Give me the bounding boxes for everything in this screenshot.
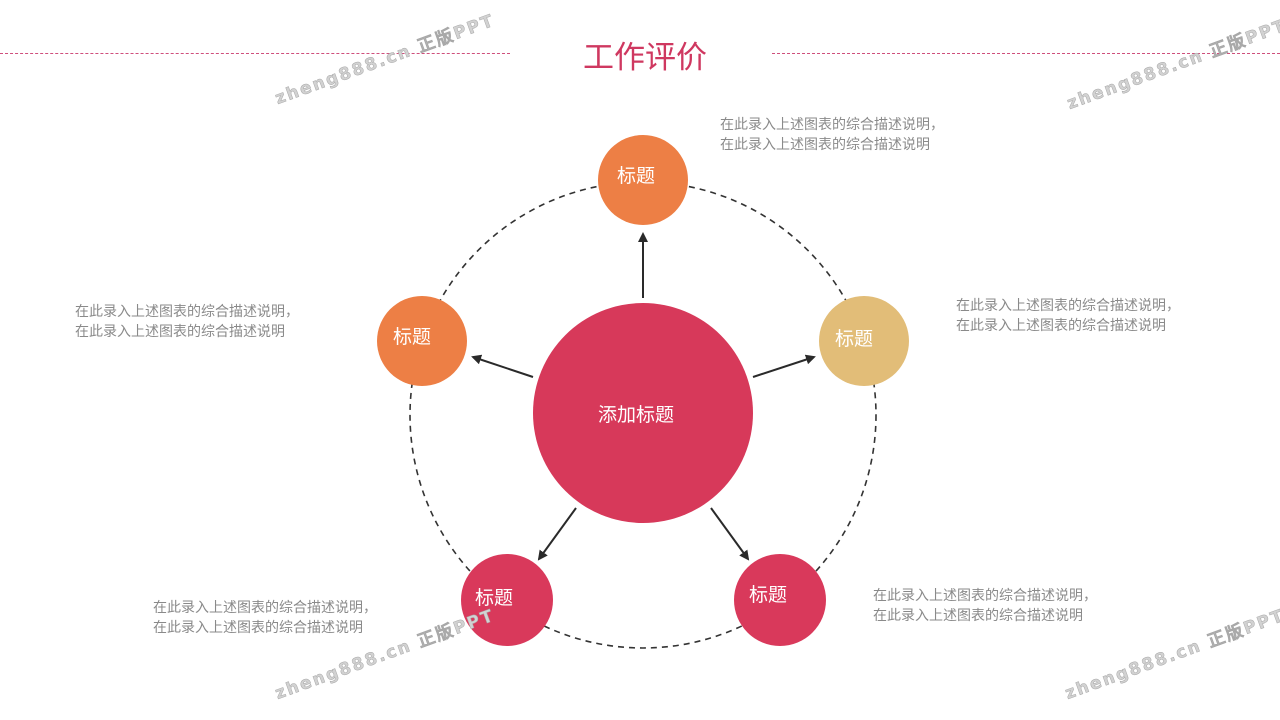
arrow-left [471,354,534,378]
node-circle-left[interactable] [377,296,467,386]
description-line: 在此录入上述图表的综合描述说明 [75,324,285,340]
description-line: 在此录入上述图表的综合描述说明 [153,620,363,636]
description-line: 在此录入上述图表的综合描述说明， [956,298,1180,314]
node-circle-bottom-right[interactable] [734,554,826,646]
node-label-left: 标题 [393,326,431,348]
description-top: 在此录入上述图表的综合描述说明， 在此录入上述图表的综合描述说明 [720,115,944,155]
description-line: 在此录入上述图表的综合描述说明 [720,137,930,153]
node-circle-right[interactable] [819,296,909,386]
center-circle[interactable] [533,303,753,523]
description-line: 在此录入上述图表的综合描述说明， [720,117,944,133]
node-circle-top[interactable] [598,135,688,225]
node-circle-bottom-left[interactable] [461,554,553,646]
description-left: 在此录入上述图表的综合描述说明， 在此录入上述图表的综合描述说明 [75,302,299,342]
node-label-bottom-left: 标题 [475,587,513,609]
node-label-right: 标题 [835,328,873,350]
header-divider-left [0,53,510,54]
arrow-right [752,354,816,378]
description-line: 在此录入上述图表的综合描述说明， [153,600,377,616]
description-bottom-right: 在此录入上述图表的综合描述说明， 在此录入上述图表的综合描述说明 [873,586,1097,626]
page-title: 工作评价 [583,40,707,76]
node-label-bottom-right: 标题 [749,584,787,606]
description-bottom-left: 在此录入上述图表的综合描述说明， 在此录入上述图表的综合描述说明 [153,598,377,638]
dashed-ring [409,181,877,649]
description-line: 在此录入上述图表的综合描述说明 [873,608,1083,624]
description-line: 在此录入上述图表的综合描述说明 [956,318,1166,334]
arrow-bottom-right [710,507,750,561]
node-label-top: 标题 [617,165,655,187]
center-label: 添加标题 [598,404,674,426]
description-right: 在此录入上述图表的综合描述说明， 在此录入上述图表的综合描述说明 [956,296,1180,336]
description-line: 在此录入上述图表的综合描述说明， [75,304,299,320]
description-line: 在此录入上述图表的综合描述说明， [873,588,1097,604]
header-divider-right [772,53,1280,54]
arrow-bottom-left [537,507,577,561]
